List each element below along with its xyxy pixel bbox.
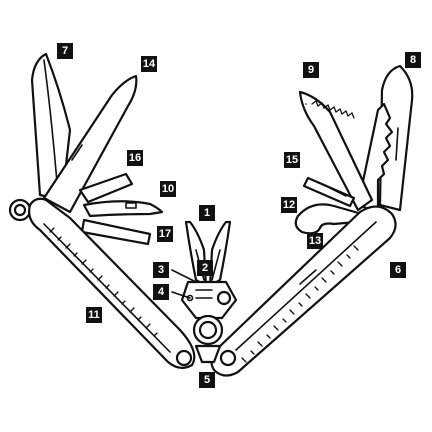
lanyard-ring — [8, 198, 32, 222]
blade-14 — [42, 74, 138, 214]
callout-6: 6 — [390, 262, 406, 278]
callout-2: 2 — [197, 260, 213, 276]
tool-16 — [78, 172, 134, 204]
bottle-opener-12 — [294, 203, 364, 235]
pliers-jaws — [184, 220, 232, 288]
blade-8 — [378, 64, 414, 212]
right-handle — [210, 205, 397, 377]
hinge-joint — [194, 344, 222, 364]
callout-4: 4 — [153, 284, 169, 300]
screwdriver-15 — [302, 176, 356, 208]
callout-8: 8 — [405, 52, 421, 68]
tool-10 — [82, 200, 164, 218]
callout-10: 10 — [160, 181, 176, 197]
callout-3: 3 — [153, 262, 169, 278]
left-handle-ruler — [49, 227, 158, 337]
callout-17: 17 — [157, 226, 173, 242]
saw-teeth — [311, 99, 355, 119]
callout-1: 1 — [199, 205, 215, 221]
saw-9 — [298, 90, 374, 212]
callout-16: 16 — [127, 150, 143, 166]
serrated-blade — [356, 102, 394, 214]
callout-11: 11 — [86, 307, 102, 323]
callout-5: 5 — [199, 372, 215, 388]
callout-13: 13 — [307, 233, 323, 249]
right-handle-ruler — [241, 245, 359, 363]
callout-14: 14 — [141, 56, 157, 72]
leader-lines — [171, 269, 197, 299]
callout-12: 12 — [281, 197, 297, 213]
left-handle — [28, 197, 196, 369]
wire-cutter — [180, 280, 238, 320]
callout-7: 7 — [57, 43, 73, 59]
tool-17 — [80, 218, 152, 246]
callout-9: 9 — [303, 62, 319, 78]
callout-15: 15 — [284, 152, 300, 168]
pivot — [192, 314, 224, 346]
